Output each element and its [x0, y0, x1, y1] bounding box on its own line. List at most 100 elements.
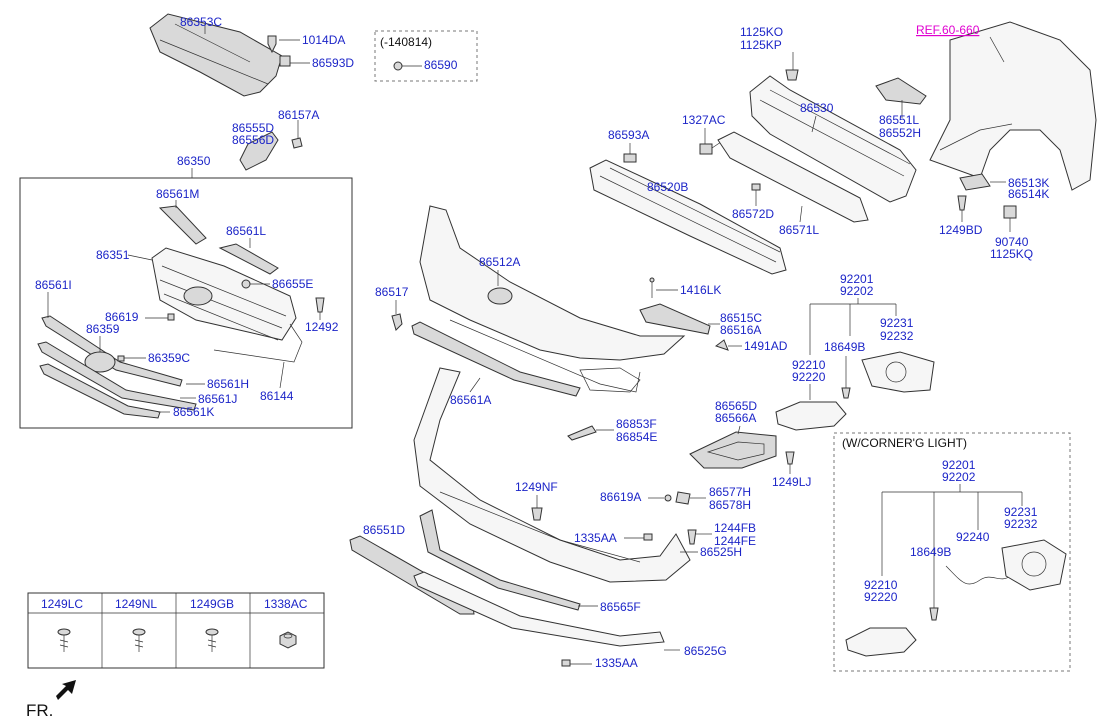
label-86552H: 86552H: [879, 126, 921, 140]
label-86561A: 86561A: [450, 393, 491, 407]
seal-86144: [213, 323, 303, 363]
label-86157A: 86157A: [278, 108, 319, 122]
label-92210-corner: 92210: [864, 578, 898, 592]
label-1244FE: 1244FE: [714, 534, 756, 548]
reference-label[interactable]: REF.60-660: [916, 23, 980, 37]
bracket-86561L: [218, 243, 279, 275]
bracket-86515C: [639, 303, 711, 335]
moulding-86565F: [419, 509, 581, 611]
label-86593A: 86593A: [608, 128, 649, 142]
moulding-86561I: [41, 315, 183, 387]
label-86565D: 86565D: [715, 399, 757, 413]
label-86516A: 86516A: [720, 323, 761, 337]
label-86854E: 86854E: [616, 430, 657, 444]
energy-absorber-86520B: [589, 159, 787, 275]
label-1125KP: 1125KP: [740, 38, 782, 52]
date-note-box: [374, 30, 478, 82]
label-86359C: 86359C: [148, 351, 190, 365]
label-86353C: 86353C: [180, 15, 222, 29]
label-86578H: 86578H: [709, 498, 751, 512]
fog-lamp-bezel-86565D: [689, 431, 777, 469]
label-12492: 12492: [305, 320, 339, 334]
bracket-86555D: [239, 131, 279, 171]
bracket-86853F: [567, 425, 597, 441]
clip-icon: [649, 277, 655, 283]
date-note: (-140814): [380, 35, 432, 49]
moulding-86561K: [39, 363, 161, 419]
label-92210-std: 92210: [792, 358, 826, 372]
fog-lamp-92201-corner: [845, 627, 917, 657]
label-86619: 86619: [105, 310, 139, 324]
label-1416LK: 1416LK: [680, 283, 721, 297]
front-arrow-icon: [56, 680, 76, 700]
label-86590: 86590: [424, 58, 458, 72]
bracket-86551L: [875, 77, 927, 105]
label-1335AA-lower: 1335AA: [595, 656, 638, 670]
label-86525G: 86525G: [684, 644, 727, 658]
label-92232-std: 92232: [880, 329, 914, 343]
label-1125KO: 1125KO: [740, 25, 783, 39]
cornering-light-title: (W/CORNER'G LIGHT): [842, 436, 967, 450]
cornering-light-box: [833, 432, 1071, 672]
clip-icon: [391, 313, 403, 331]
label-92232-corner: 92232: [1004, 517, 1038, 531]
label-1327AC: 1327AC: [682, 113, 726, 127]
radiator-grille-86351: [151, 247, 297, 341]
clip-icon: [561, 659, 571, 667]
label-86593D: 86593D: [312, 56, 354, 70]
clip-icon: [117, 355, 125, 362]
clip-icon: [623, 153, 637, 163]
label-86351: 86351: [96, 248, 130, 262]
bulb-icon: [841, 387, 851, 399]
label-86561I: 86561I: [35, 278, 72, 292]
label-86520B: 86520B: [647, 180, 688, 194]
label-86525H: 86525H: [700, 545, 742, 559]
label-92220-corner: 92220: [864, 590, 898, 604]
label-86513K: 86513K: [1008, 176, 1049, 190]
clip-icon: [241, 279, 251, 289]
bracket-86513K: [959, 173, 991, 191]
label-92202-std: 92202: [840, 284, 874, 298]
table-header-4: 1338AC: [264, 597, 308, 611]
label-1335AA-upper: 1335AA: [574, 531, 617, 545]
label-18649B-corner: 18649B: [910, 545, 951, 559]
upper-cover-86353C: [149, 13, 283, 97]
bumper-beam-86530: [749, 75, 917, 203]
bolt-icon: [531, 507, 543, 521]
front-direction-label: FR.: [26, 701, 53, 720]
label-86517: 86517: [375, 285, 409, 299]
table-header-3: 1249GB: [190, 597, 234, 611]
label-18649B-std: 18649B: [824, 340, 865, 354]
label-92201-corner: 92201: [942, 458, 976, 472]
label-86551L: 86551L: [879, 113, 919, 127]
label-1249BD: 1249BD: [939, 223, 983, 237]
screw-icon: [57, 628, 71, 652]
label-86655E: 86655E: [272, 277, 313, 291]
fender-outline: [929, 21, 1097, 191]
bulb-icon: [929, 607, 939, 621]
label-86514K: 86514K: [1008, 187, 1049, 201]
bolt-icon: [291, 137, 303, 149]
grille-assembly-box: [19, 177, 353, 429]
label-86561J: 86561J: [198, 392, 237, 406]
label-92202-corner: 92202: [942, 470, 976, 484]
label-86566A: 86566A: [715, 411, 756, 425]
label-92201-std: 92201: [840, 272, 874, 286]
fastener-table: [27, 592, 325, 669]
screw-icon: [785, 451, 795, 465]
table-header-2: 1249NL: [115, 597, 157, 611]
label-86577H: 86577H: [709, 485, 751, 499]
label-1014DA: 1014DA: [302, 33, 345, 47]
fog-lamp-housing-corner: [1001, 539, 1067, 591]
screw-icon: [132, 628, 146, 652]
label-86561K: 86561K: [173, 405, 214, 419]
clip-icon: [664, 494, 672, 502]
wiring-harness-92240: [945, 565, 1011, 585]
nut-icon: [1003, 205, 1017, 219]
label-1249LJ: 1249LJ: [772, 475, 811, 489]
label-86551D: 86551D: [363, 523, 405, 537]
lower-bumper-86525H: [413, 367, 691, 583]
label-86555D: 86555D: [232, 121, 274, 135]
label-86359: 86359: [86, 322, 120, 336]
